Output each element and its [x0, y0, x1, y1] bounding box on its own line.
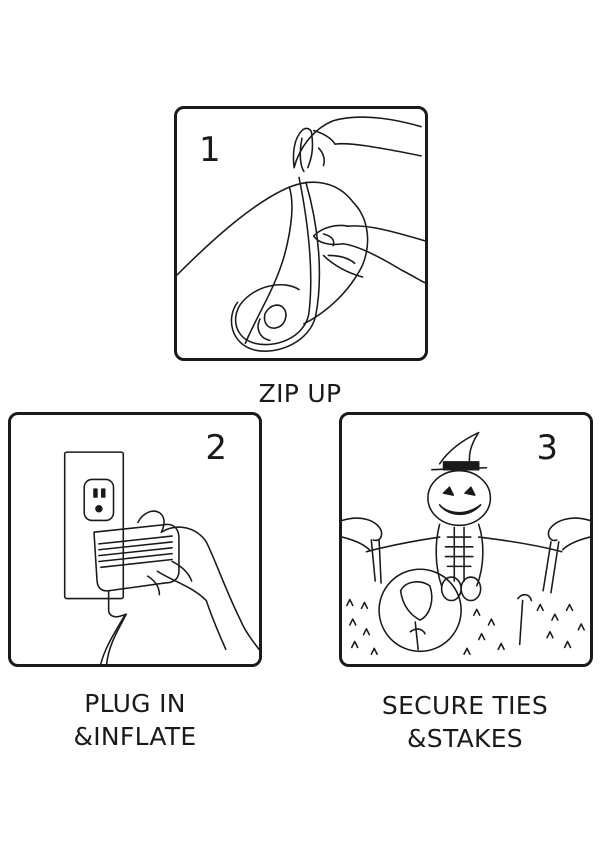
- step-3-caption-line-2: &STAKES: [407, 723, 523, 753]
- step-3-caption: SECURE TIES &STAKES: [350, 690, 580, 755]
- step-3-panel: 3: [339, 412, 593, 667]
- step-1-number: 1: [199, 130, 221, 170]
- hand-plugging-adapter-icon: [63, 451, 259, 664]
- step-2-panel: 2: [8, 412, 262, 667]
- step-3-number: 3: [536, 428, 558, 468]
- step-2-caption-line-2: &INFLATE: [73, 721, 197, 751]
- step-2-caption: PLUG IN &INFLATE: [20, 688, 250, 753]
- step-1-caption: ZIP UP: [200, 378, 400, 411]
- step-3-caption-line-1: SECURE TIES: [381, 691, 549, 720]
- step-2-caption-line-1: PLUG IN: [84, 689, 186, 718]
- hands-zipping-bag-icon: [177, 116, 425, 352]
- step-1-caption-line-1: ZIP UP: [258, 379, 342, 408]
- step-2-number: 2: [205, 428, 227, 468]
- pumpkin-skeleton-staked-icon: [342, 431, 590, 656]
- step-1-panel: 1: [174, 106, 428, 361]
